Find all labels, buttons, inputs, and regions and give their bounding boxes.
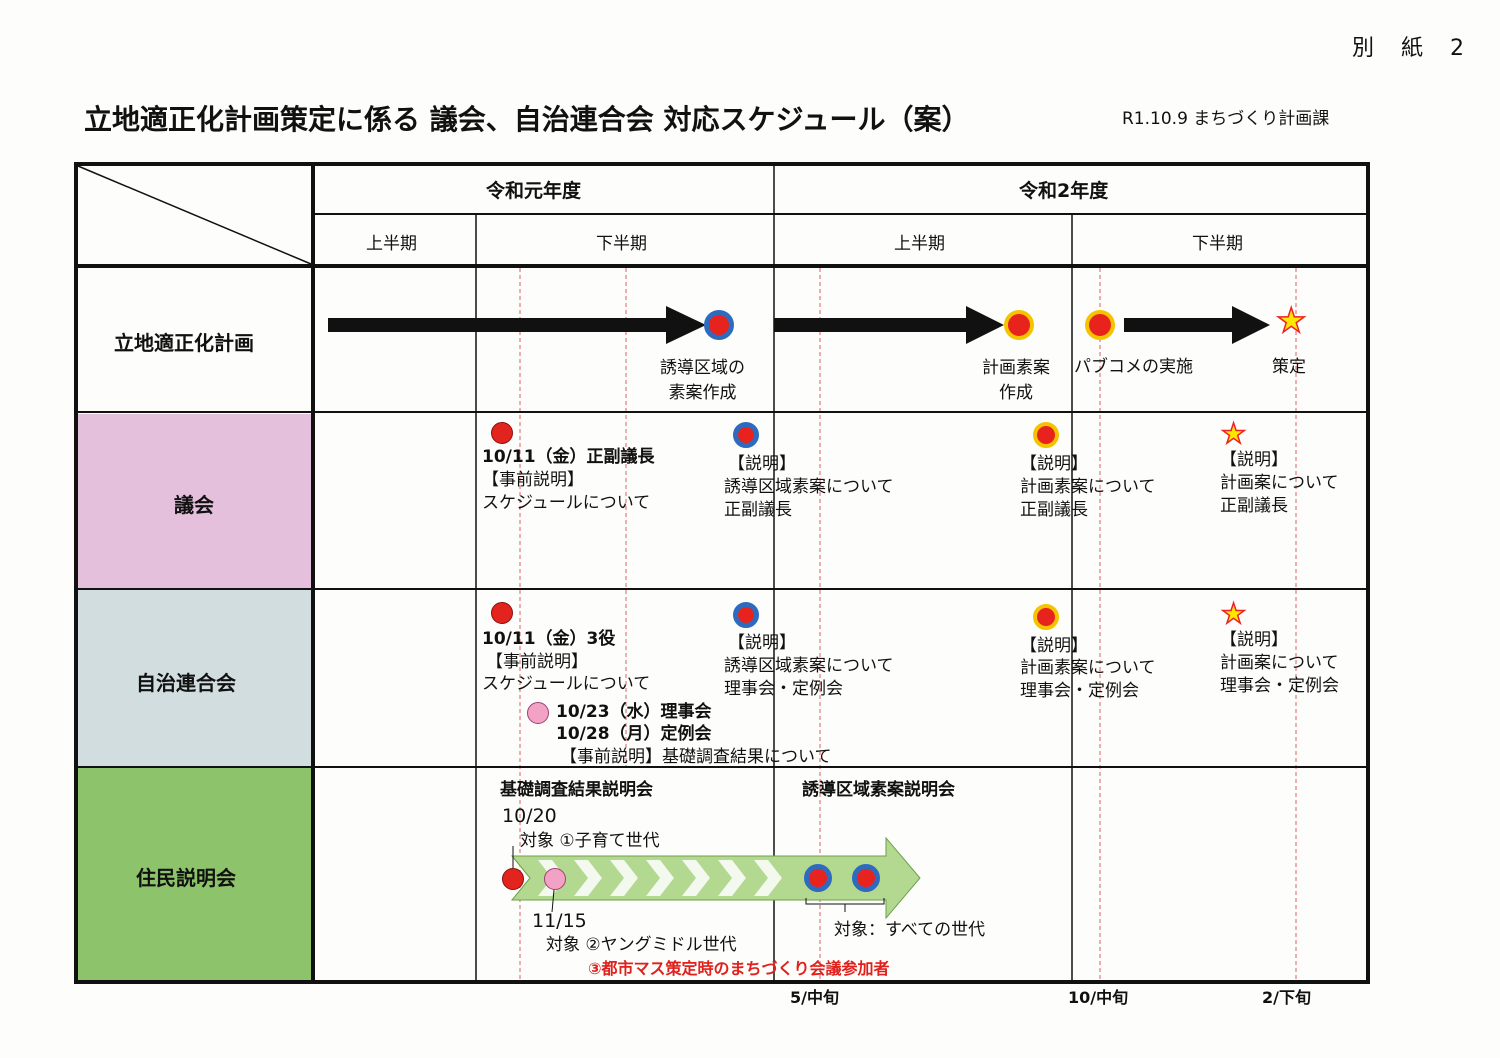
event-pink-dot: [527, 702, 549, 724]
plan-milestone-1: 誘導区域の 素案作成: [660, 358, 745, 403]
plan-milestone-2: 計画素案 作成: [982, 358, 1050, 403]
assoc-e4-line: 理事会・定例会: [1220, 676, 1339, 696]
assoc-e3-line: 【説明】: [1020, 636, 1088, 656]
event-red-dot: [491, 602, 513, 624]
milestone-blue-dot: [704, 310, 734, 340]
year-reiwa1: 令和元年度: [486, 180, 582, 202]
event-yellow-dot: [1033, 604, 1059, 630]
year-reiwa2: 令和2年度: [1019, 180, 1109, 202]
council-e2-line: 【説明】: [728, 454, 796, 474]
session1-target2: 対象 ②ヤングミドル世代: [546, 935, 737, 955]
assoc-e5-line2: 10/28（月）定例会: [556, 724, 712, 744]
residents-row-bg: [78, 768, 312, 982]
council-e4-line: 計画案について: [1220, 473, 1339, 493]
milestone-yellow-dot: [1004, 310, 1034, 340]
session2-title: 誘導区域素案説明会: [802, 780, 955, 800]
council-e2-line: 誘導区域素案について: [724, 477, 894, 497]
assoc-e1-line: 【事前説明】: [486, 652, 588, 672]
milestone-yellow-dot: [1085, 310, 1115, 340]
plan-milestone-3: パブコメの実施: [1074, 357, 1193, 377]
event-red-dot: [502, 868, 524, 890]
event-blue-dot: [852, 864, 880, 892]
assoc-e1-date: 10/11（金）3役: [482, 629, 616, 649]
plan-milestone-4: 策定: [1272, 357, 1306, 377]
session1-date1: 10/20: [502, 805, 557, 827]
association-row-bg: [78, 590, 312, 766]
council-e4-line: 【説明】: [1220, 450, 1288, 470]
page-title: 立地適正化計画策定に係る 議会、自治連合会 対応スケジュール（案）: [84, 103, 970, 136]
row-label-association: 自治連合会: [136, 671, 236, 695]
event-pink-dot: [544, 868, 566, 890]
half-r1-second: 下半期: [596, 234, 647, 254]
row-label-plan: 立地適正化計画: [114, 331, 254, 355]
row-label-residents: 住民説明会: [136, 866, 236, 890]
council-e4-line: 正副議長: [1220, 496, 1288, 516]
assoc-e2-line: 理事会・定例会: [724, 679, 843, 699]
event-blue-dot: [733, 602, 759, 628]
session2-target: 対象：すべての世代: [834, 920, 986, 940]
session1-target1: 対象 ①子育て世代: [520, 831, 660, 851]
half-r1-first: 上半期: [366, 234, 417, 254]
assoc-e1-line: スケジュールについて: [482, 674, 651, 694]
star-icon: ★: [1275, 301, 1307, 341]
assoc-e3-line: 計画素案について: [1020, 658, 1156, 678]
council-e1-date: 10/11（金）正副議長: [482, 447, 655, 467]
council-e1-line: 【事前説明】: [482, 470, 584, 490]
tick-february: 2/下旬: [1262, 988, 1311, 1007]
event-blue-dot: [733, 422, 759, 448]
attachment-label: 別 紙 2: [1352, 36, 1474, 61]
council-e3-line: 【説明】: [1020, 454, 1088, 474]
session1-target3: ③都市マス策定時のまちづくり会議参加者: [588, 959, 890, 978]
table-border: [74, 162, 1370, 984]
event-blue-dot: [804, 864, 832, 892]
council-e1-line: スケジュールについて: [482, 493, 651, 513]
assoc-e2-line: 誘導区域素案について: [724, 656, 894, 676]
row-label-council: 議会: [174, 493, 214, 517]
star-icon: ★: [1220, 417, 1247, 450]
session1-date2: 11/15: [532, 910, 587, 932]
assoc-e5-line1: 10/23（水）理事会: [556, 702, 712, 722]
assoc-e3-line: 理事会・定例会: [1020, 681, 1139, 701]
plan-arrows: [328, 306, 1270, 344]
star-icon: ★: [1220, 597, 1247, 630]
session1-title: 基礎調査結果説明会: [500, 780, 653, 800]
assoc-e4-line: 計画案について: [1220, 653, 1339, 673]
department-date: R1.10.9 まちづくり計画課: [1122, 109, 1330, 129]
tick-may: 5/中旬: [790, 988, 839, 1007]
council-e3-line: 計画素案について: [1020, 477, 1156, 497]
assoc-e2-line: 【説明】: [728, 633, 796, 653]
half-r2-first: 上半期: [894, 234, 945, 254]
assoc-e4-line: 【説明】: [1220, 630, 1288, 650]
assoc-e5-line3: 【事前説明】基礎調査結果について: [560, 747, 832, 767]
residents-arrow: [510, 836, 921, 920]
council-row-bg: [78, 414, 312, 588]
event-red-dot: [491, 422, 513, 444]
council-e3-line: 正副議長: [1020, 500, 1088, 520]
tick-october: 10/中旬: [1068, 988, 1129, 1007]
council-e2-line: 正副議長: [724, 500, 792, 520]
event-yellow-dot: [1033, 422, 1059, 448]
half-r2-second: 下半期: [1192, 234, 1243, 254]
